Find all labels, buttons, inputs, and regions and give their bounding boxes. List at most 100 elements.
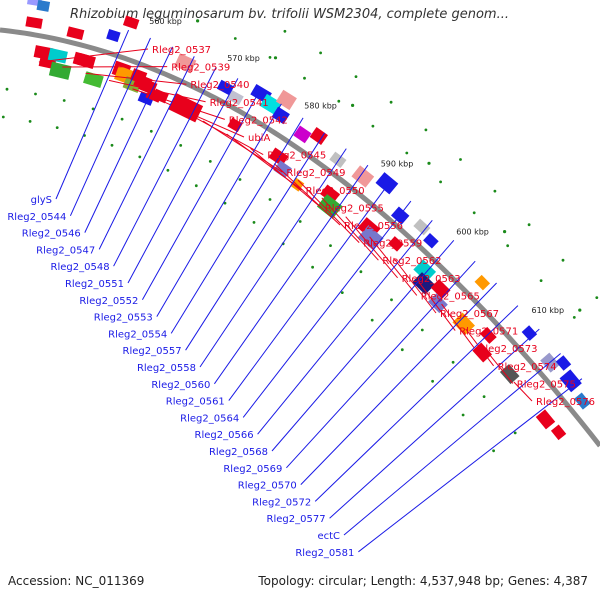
gene-box xyxy=(275,89,297,111)
track-dot xyxy=(390,298,393,302)
track-dot xyxy=(572,316,576,319)
track-dot xyxy=(424,128,428,132)
track-dot xyxy=(513,431,517,435)
reverse-leader xyxy=(199,148,347,368)
gene-box xyxy=(499,364,520,385)
forward-gene-label: Rleg2_0540 xyxy=(190,80,249,91)
scale-tick xyxy=(273,56,278,60)
gene-box xyxy=(83,71,104,88)
forward-gene-label: Rleg2_0539 xyxy=(171,63,230,74)
scale-label: 560 kbp xyxy=(149,17,182,26)
scale-label: 600 kbp xyxy=(456,228,489,237)
scale-tick xyxy=(578,308,582,312)
forward-leader xyxy=(108,79,206,103)
map-title: Rhizobium leguminosarum bv. trifolii WSM… xyxy=(70,7,509,22)
forward-gene-label: Rleg2_0559 xyxy=(363,239,422,250)
track-dot xyxy=(595,296,599,299)
gene-box xyxy=(474,274,491,291)
gene-box xyxy=(375,172,399,195)
forward-leader xyxy=(273,163,341,226)
track-dot xyxy=(268,198,272,201)
reverse-gene-label: Rleg2_0557 xyxy=(123,346,182,357)
gene-box xyxy=(413,259,437,282)
forward-leader xyxy=(38,48,149,63)
forward-leader xyxy=(321,197,379,261)
forward-gene-label: Rleg2_0571 xyxy=(459,327,518,338)
track-dot xyxy=(561,258,565,262)
reverse-leader xyxy=(113,66,217,267)
track-dot xyxy=(472,211,476,215)
track-dot xyxy=(138,155,142,159)
gene-box xyxy=(479,326,497,344)
track-dot xyxy=(62,99,66,102)
backbone-line xyxy=(0,27,600,448)
track-dot xyxy=(55,126,59,129)
gene-labels: Rleg2_0537Rleg2_0539Rleg2_0540Rleg2_0541… xyxy=(7,45,595,559)
track-dot xyxy=(120,117,124,121)
gene-box xyxy=(388,236,404,252)
gene-box xyxy=(268,147,289,167)
gene-box xyxy=(559,369,582,393)
scale-tick xyxy=(351,103,355,107)
reverse-gene-label: Rleg2_0569 xyxy=(223,464,282,475)
reverse-gene-label: Rleg2_0552 xyxy=(79,296,138,307)
reverse-leader xyxy=(358,378,583,553)
track-dot xyxy=(340,291,344,294)
reverse-gene-label: Rleg2_0551 xyxy=(65,279,124,290)
reverse-leader xyxy=(69,37,151,217)
reverse-leader xyxy=(271,239,455,452)
reverse-leader xyxy=(286,260,476,469)
reverse-leader xyxy=(55,29,130,200)
reverse-leader xyxy=(314,305,519,502)
gene-box xyxy=(106,29,121,43)
gene-box xyxy=(412,272,435,295)
forward-leader xyxy=(179,108,264,156)
gene-box xyxy=(423,233,439,249)
reverse-gene-label: Rleg2_0548 xyxy=(51,262,110,273)
track-dot xyxy=(319,51,322,55)
track-dot xyxy=(461,413,465,417)
forward-gene-label: Rleg2_0575 xyxy=(517,379,576,390)
track-dot xyxy=(28,120,32,123)
track-dot xyxy=(283,29,287,33)
forward-gene-label: Rleg2_0549 xyxy=(286,168,345,179)
reverse-leader xyxy=(84,46,173,233)
forward-leader xyxy=(441,303,475,349)
gene-box xyxy=(309,127,328,145)
reverse-leader xyxy=(213,164,369,385)
reverse-leader xyxy=(127,78,239,284)
reverse-gene-label: Rleg2_0560 xyxy=(151,380,210,391)
reverse-gene-label: Rleg2_0546 xyxy=(22,229,81,240)
reverse-gene-label: Rleg2_0572 xyxy=(252,497,311,508)
track-dot xyxy=(482,395,486,398)
forward-gene-label: Rleg2_0537 xyxy=(152,45,211,56)
reverse-gene-label: glyS xyxy=(31,195,52,206)
gene-box xyxy=(428,293,448,314)
gene-features xyxy=(25,0,591,441)
gene-box xyxy=(555,355,572,371)
track-dot xyxy=(492,449,495,453)
forward-leader xyxy=(369,236,418,296)
track-dot xyxy=(252,221,256,224)
forward-gene-label: Rleg2_0563 xyxy=(402,274,461,285)
track-dot xyxy=(34,92,37,96)
dot-tracks xyxy=(1,29,599,453)
scale-label: 570 kbp xyxy=(227,54,260,63)
reverse-gene-label: Rleg2_0577 xyxy=(267,514,326,525)
gene-box xyxy=(550,424,567,441)
gene-box xyxy=(413,218,431,236)
gene-box xyxy=(329,151,347,169)
track-dot xyxy=(337,99,341,103)
track-dot xyxy=(311,265,314,269)
reverse-leader xyxy=(98,56,195,250)
gene-box xyxy=(66,26,85,40)
reverse-gene-label: Rleg2_0554 xyxy=(108,329,167,340)
reverse-leader xyxy=(242,200,412,418)
gene-box xyxy=(535,409,556,430)
track-dot xyxy=(233,37,237,40)
track-dot xyxy=(493,189,497,193)
track-dot xyxy=(405,151,409,155)
track-dot xyxy=(329,244,332,248)
reverse-leader xyxy=(141,90,261,301)
